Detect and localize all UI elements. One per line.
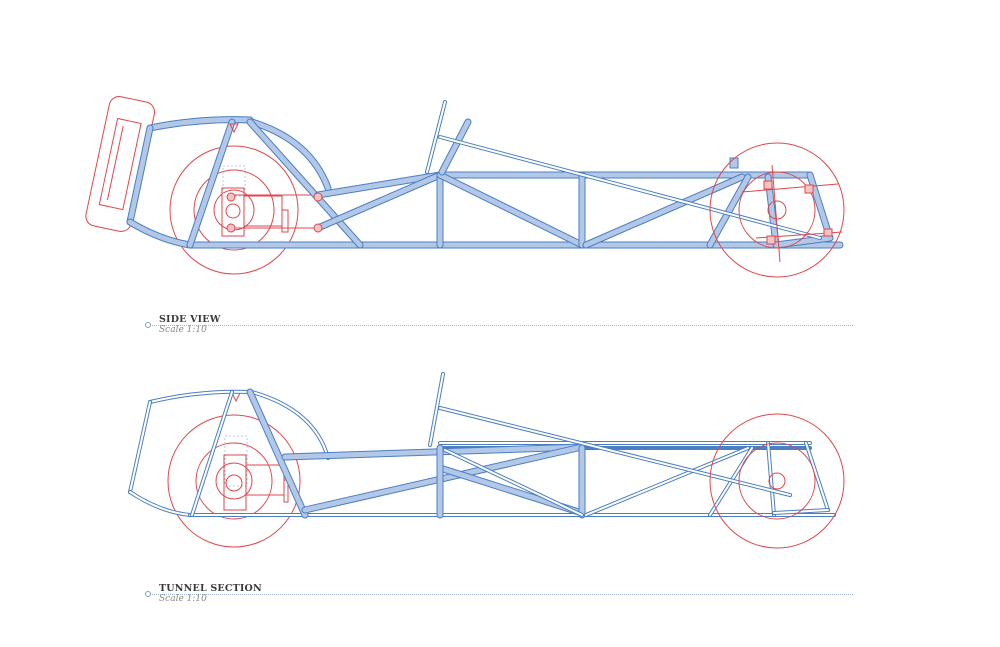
frame-side (126, 100, 844, 249)
side-view (85, 96, 845, 278)
side-view-scale: Scale 1:10 (159, 325, 207, 335)
suspension-pivots-side (226, 123, 323, 233)
side-view-rule (149, 325, 853, 326)
tunnel-section-rule (149, 594, 853, 595)
tunnel-section-caption: TUNNEL SECTION Scale 1:10 (159, 583, 262, 605)
frame-tunnel (128, 372, 836, 519)
tunnel-section-rule-marker (145, 591, 151, 597)
rear-wheel-tunnel (167, 414, 301, 548)
front-wheel-side (709, 142, 845, 278)
front-wheel-tunnel (709, 413, 845, 549)
side-view-title: SIDE VIEW (159, 314, 221, 325)
tunnel-section-scale: Scale 1:10 (159, 594, 207, 604)
side-view-caption: SIDE VIEW Scale 1:10 (159, 314, 221, 336)
tunnel-section-title: TUNNEL SECTION (159, 583, 262, 594)
rear-wheel-side (169, 145, 299, 275)
differential-side (221, 165, 318, 237)
side-view-rule-marker (145, 322, 151, 328)
tunnel-section-view (128, 372, 845, 549)
